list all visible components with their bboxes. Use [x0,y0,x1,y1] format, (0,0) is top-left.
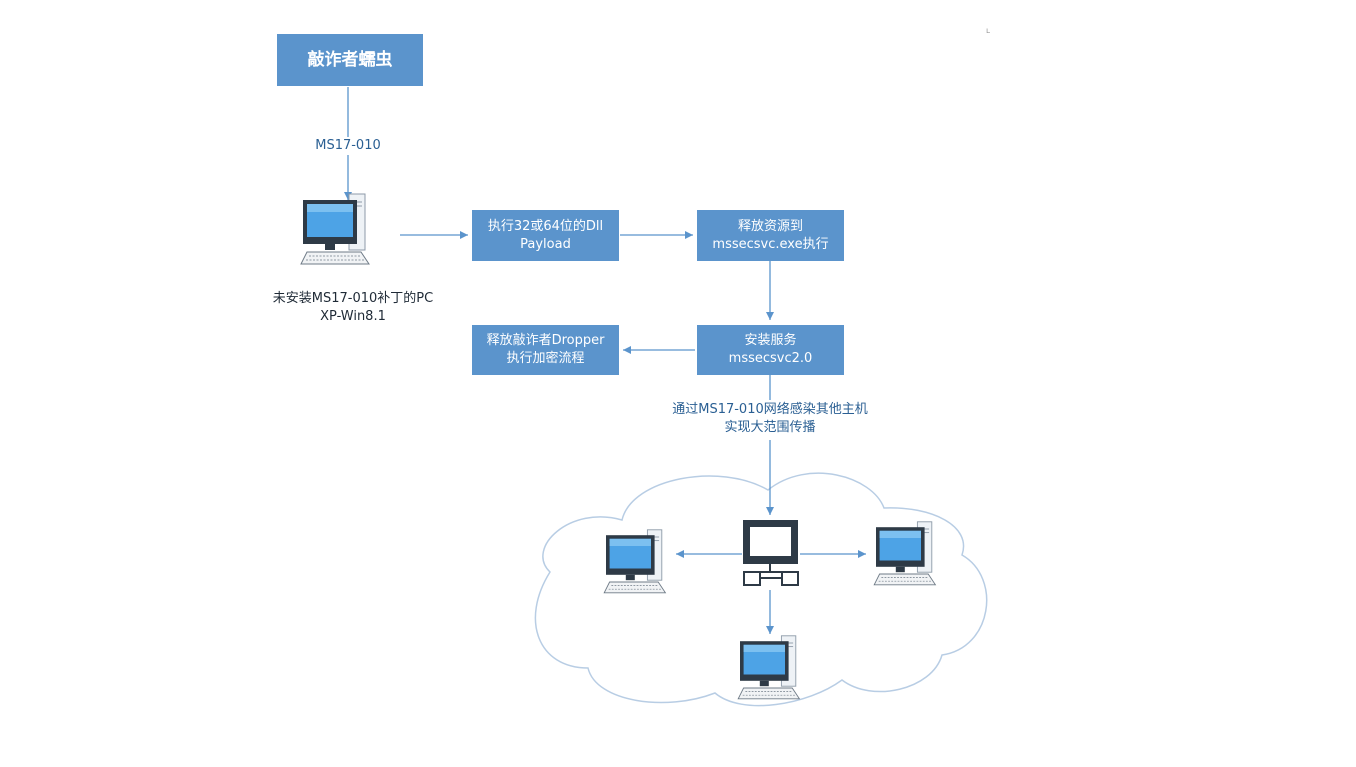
desktop-computer-icon [873,521,936,586]
desktop-computer-icon [603,529,666,594]
node-release-resources-line2: mssecsvc.exe执行 [712,236,829,252]
node-ransomware-worm-label: 敲诈者蠕虫 [307,50,393,70]
node-execute-dll-line1: 执行32或64位的Dll [487,218,604,234]
edge-label-ms17-010: MS17-010 [303,137,393,155]
node-release-dropper-line2: 执行加密流程 [506,351,585,366]
node-execute-dll-payload: 执行32或64位的Dll Payload [472,210,619,261]
unpatched-pc-caption: 未安装MS17-010补丁的PC XP-Win8.1 [248,290,458,326]
node-install-service-line1: 安装服务 [744,333,797,348]
edge-label-spread-line1: 通过MS17-010网络感染其他主机 [672,402,868,417]
cloud-icon [534,472,988,707]
node-execute-dll-line2: Payload [520,236,571,252]
desktop-computer-icon [300,193,370,265]
node-install-service-line2: mssecsvc2.0 [728,351,813,366]
node-release-dropper-line1: 释放敲诈者Dropper [486,333,605,348]
network-hub-icon [743,520,799,586]
unpatched-pc-caption-line2: XP-Win8.1 [320,309,386,324]
stray-mark: ʟ [986,26,991,35]
node-release-dropper: 释放敲诈者Dropper 执行加密流程 [472,325,619,375]
node-release-resources-line1: 释放资源到 [737,218,803,234]
unpatched-pc-caption-line1: 未安装MS17-010补丁的PC [272,291,434,306]
edge-label-spread: 通过MS17-010网络感染其他主机 实现大范围传播 [650,401,890,437]
node-release-resources: 释放资源到 mssecsvc.exe执行 [697,210,844,261]
node-ransomware-worm: 敲诈者蠕虫 [277,34,423,86]
desktop-computer-icon [737,635,800,700]
node-install-service: 安装服务 mssecsvc2.0 [697,325,844,375]
edge-label-spread-line2: 实现大范围传播 [724,420,816,435]
